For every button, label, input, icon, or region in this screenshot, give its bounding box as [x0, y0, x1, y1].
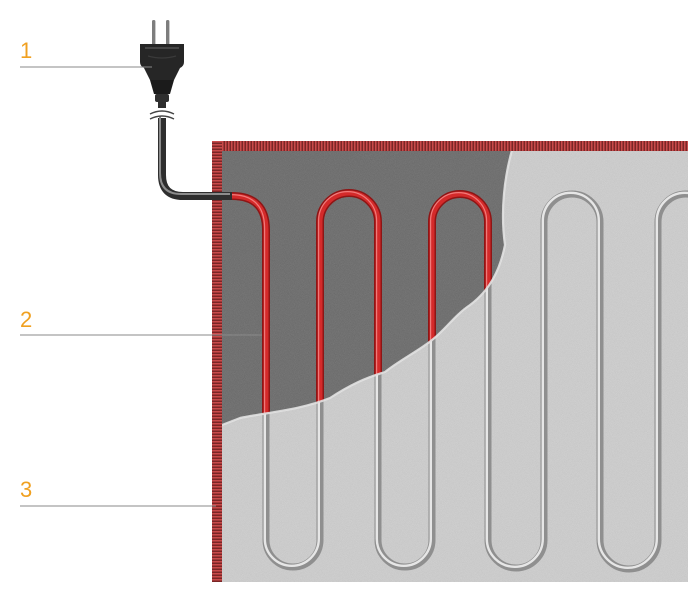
plug-icon: [140, 20, 184, 102]
mat-edge-top: [212, 141, 688, 151]
callout-number-3: 3: [20, 477, 33, 502]
callout-number-1: 1: [20, 38, 33, 63]
callout-number-2: 2: [20, 307, 33, 332]
peel-edge: [221, 149, 514, 427]
heating-cable-shine: [230, 191, 512, 425]
mat-edge-left: [212, 141, 222, 582]
heating-cable: [228, 189, 512, 425]
